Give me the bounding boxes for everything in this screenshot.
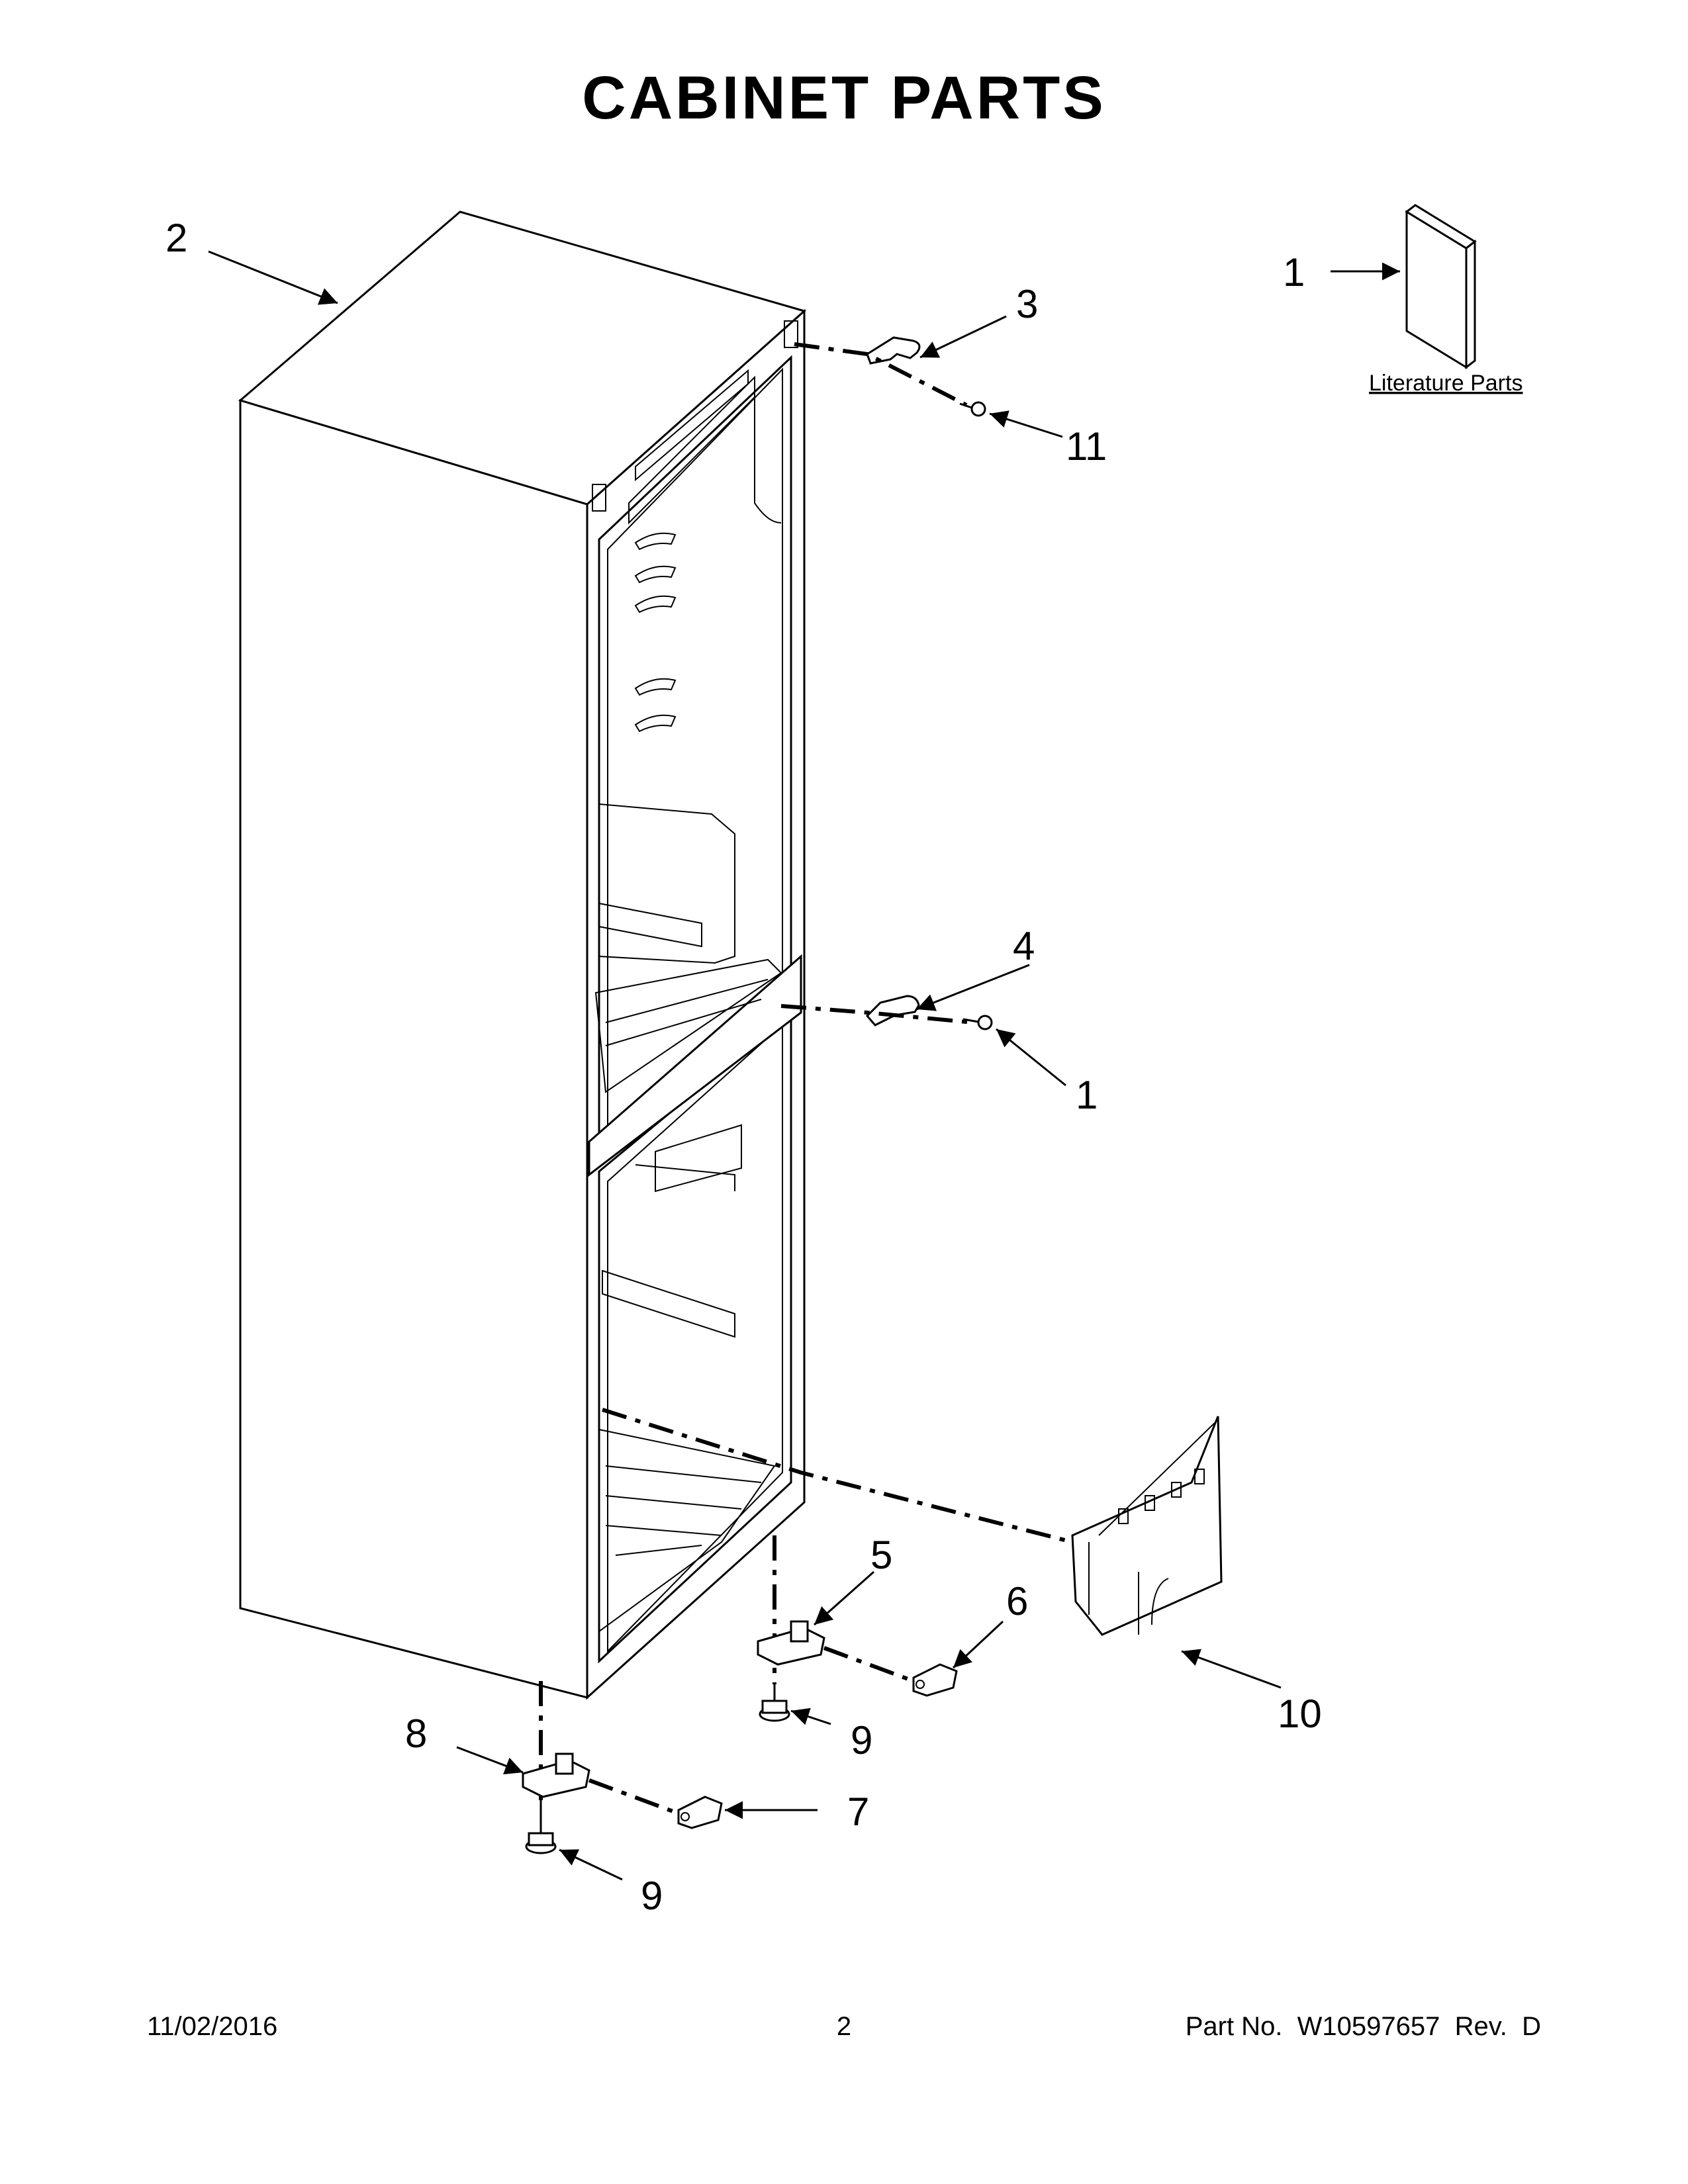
footer-page-number: 2 [836,2012,852,2041]
right-hinge-cover-part [912,1663,958,1697]
callout-9-right: 9 [851,1718,872,1762]
center-hinge-part [865,995,920,1026]
hinge-screw-top [959,401,986,417]
callout-11: 11 [1066,424,1107,469]
top-hinge-part [866,336,921,365]
footer-part-number: Part No. W10597657 Rev. D [1185,2012,1541,2041]
literature-parts-label: Literature Parts [1369,371,1523,396]
callout-6: 6 [1006,1579,1028,1623]
left-hinge-bracket-part [522,1752,590,1798]
dash-line-top-hinge [794,342,968,407]
page-title: CABINET PARTS [582,64,1106,132]
literature-book-icon [1405,204,1477,370]
refrigerator-cabinet [238,210,807,1700]
callout-9-left: 9 [641,1874,663,1918]
dash-line-left-cover [588,1778,680,1815]
dash-line-toe-grille [602,1408,1073,1544]
callout-7: 7 [847,1790,869,1834]
callout-1-screw: 1 [1076,1073,1098,1117]
right-leveling-leg-part [759,1684,790,1722]
left-leveling-leg-part [525,1800,557,1854]
right-hinge-bracket-part [757,1620,825,1666]
callout-5: 5 [870,1533,892,1577]
callout-2: 2 [165,216,187,260]
footer-date: 11/02/2016 [147,2012,278,2041]
callout-1-literature: 1 [1283,250,1305,295]
dash-line-center-hinge [780,1004,974,1024]
callout-8: 8 [405,1711,427,1756]
toe-grille-part [1071,1416,1223,1636]
callout-10: 10 [1278,1692,1322,1736]
callout-4: 4 [1013,924,1035,968]
callout-3: 3 [1016,282,1038,326]
left-hinge-cover-part [677,1796,723,1829]
dash-line-right-cover [823,1646,915,1683]
hinge-screw-center [962,1015,993,1030]
shelf-support-notches [634,532,677,733]
leader-arrows [208,250,1400,1881]
